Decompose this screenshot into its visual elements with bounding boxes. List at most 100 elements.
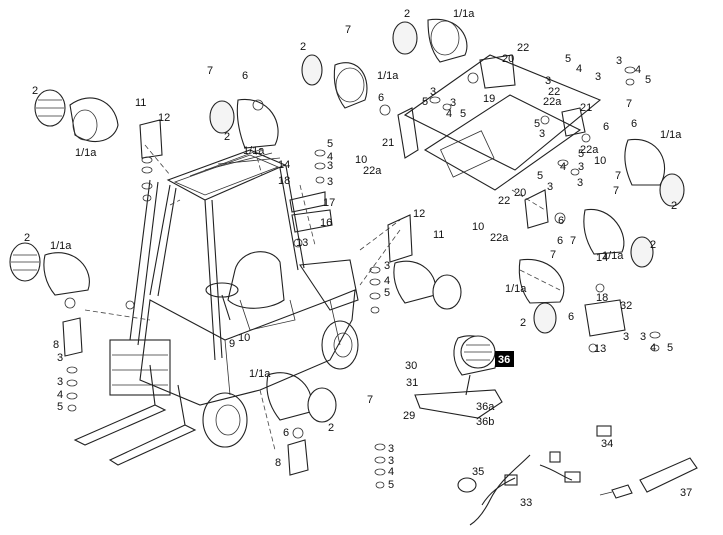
callout: 3 — [595, 71, 601, 83]
callout: 6 — [557, 235, 563, 247]
callout: 6 — [283, 427, 289, 439]
callout: 4 — [388, 466, 394, 478]
callout: 5 — [422, 96, 428, 108]
callout: 2 — [520, 317, 526, 329]
callout: 2 — [300, 41, 306, 53]
callout: 36a — [476, 401, 495, 413]
callout: 2 — [328, 422, 334, 434]
callout: 5 — [57, 401, 63, 413]
callout: 8 — [275, 457, 281, 469]
callout: 5 — [645, 74, 651, 86]
callout: 2 — [650, 239, 656, 251]
callout: 1/1a — [505, 283, 527, 295]
callout: 4 — [560, 161, 566, 173]
callout: 7 — [367, 394, 373, 406]
callout: 7 — [615, 170, 621, 182]
callout: 14 — [278, 159, 290, 171]
callout: 12 — [158, 112, 170, 124]
callout: 13 — [296, 237, 308, 249]
callout: 3 — [640, 331, 646, 343]
callout: 32 — [620, 300, 632, 312]
callout: 1/1a — [602, 250, 624, 262]
callout: 2 — [404, 8, 410, 20]
roof-plate — [403, 54, 602, 191]
callout: 4 — [327, 151, 333, 163]
callout: 3 — [623, 331, 629, 343]
callout: 3 — [327, 176, 333, 188]
callout: 6 — [558, 215, 564, 227]
hardware-stacks — [64, 66, 661, 489]
callout: 21 — [580, 102, 592, 114]
callout: 3 — [57, 376, 63, 388]
callout: 6 — [568, 311, 574, 323]
callout: 30 — [405, 360, 417, 372]
small-parts — [457, 425, 698, 499]
callout: 7 — [207, 65, 213, 77]
callout: 1/1a — [243, 145, 265, 157]
callout: 5 — [578, 148, 584, 160]
callout: 7 — [613, 185, 619, 197]
callout: 2 — [24, 232, 30, 244]
callout: 22 — [498, 195, 510, 207]
callout: 10 — [472, 221, 484, 233]
callout: 22a — [580, 144, 599, 156]
callout: 3 — [388, 443, 394, 455]
callout: 10 — [594, 155, 606, 167]
callout: 2 — [224, 131, 230, 143]
callout: 11 — [433, 229, 444, 241]
callout: 22 — [517, 42, 529, 54]
callout: 7 — [570, 235, 576, 247]
callout: 35 — [472, 466, 484, 478]
callout: 4 — [57, 389, 63, 401]
callout: 3 — [384, 260, 390, 272]
forklift-illustration — [73, 148, 359, 466]
headlamp-group — [9, 18, 685, 423]
callout: 3 — [578, 161, 584, 173]
callout: 20 — [514, 187, 526, 199]
callout: 22a — [543, 96, 562, 108]
callout: 1/1a — [249, 368, 271, 380]
callout: 1/1a — [377, 70, 399, 82]
callout: 3 — [327, 160, 333, 172]
callout: 22a — [363, 165, 382, 177]
callout: 1/1a — [660, 129, 682, 141]
callout: 3 — [577, 177, 583, 189]
callout: 4 — [635, 64, 641, 76]
callout-highlighted: 36 — [498, 354, 510, 366]
callout: 6 — [242, 70, 248, 82]
callout: 3 — [450, 97, 456, 109]
callout: 7 — [550, 249, 556, 261]
callout: 33 — [520, 497, 532, 509]
callout: 2 — [671, 200, 677, 212]
callout: 3 — [616, 55, 622, 67]
callout: 1/1a — [75, 147, 97, 159]
callout: 13 — [594, 343, 606, 355]
callout: 8 — [53, 339, 59, 351]
callout: 14 — [596, 252, 608, 264]
callout: 22a — [490, 232, 509, 244]
callout: 5 — [460, 108, 466, 120]
callout: 5 — [667, 342, 673, 354]
callout: 5 — [534, 118, 540, 130]
callout: 10 — [355, 154, 367, 166]
callout: 16 — [320, 217, 332, 229]
callout: 3 — [539, 128, 545, 140]
callout: 7 — [345, 24, 351, 36]
callout: 21 — [382, 137, 394, 149]
callout: 18 — [278, 175, 290, 187]
callout: 3 — [430, 86, 436, 98]
leader-lines — [84, 144, 561, 451]
callout: 3 — [545, 75, 551, 87]
callout: 4 — [650, 342, 656, 354]
callout: 18 — [596, 292, 608, 304]
callout: 12 — [413, 208, 425, 220]
callout: 4 — [576, 63, 582, 75]
callout: 36b — [476, 416, 494, 428]
callout: 6 — [603, 121, 609, 133]
callout: 11 — [135, 97, 146, 109]
callout: 10 — [238, 332, 250, 344]
callout: 5 — [388, 479, 394, 491]
callout: 37 — [680, 487, 692, 499]
callout: 19 — [483, 93, 495, 105]
